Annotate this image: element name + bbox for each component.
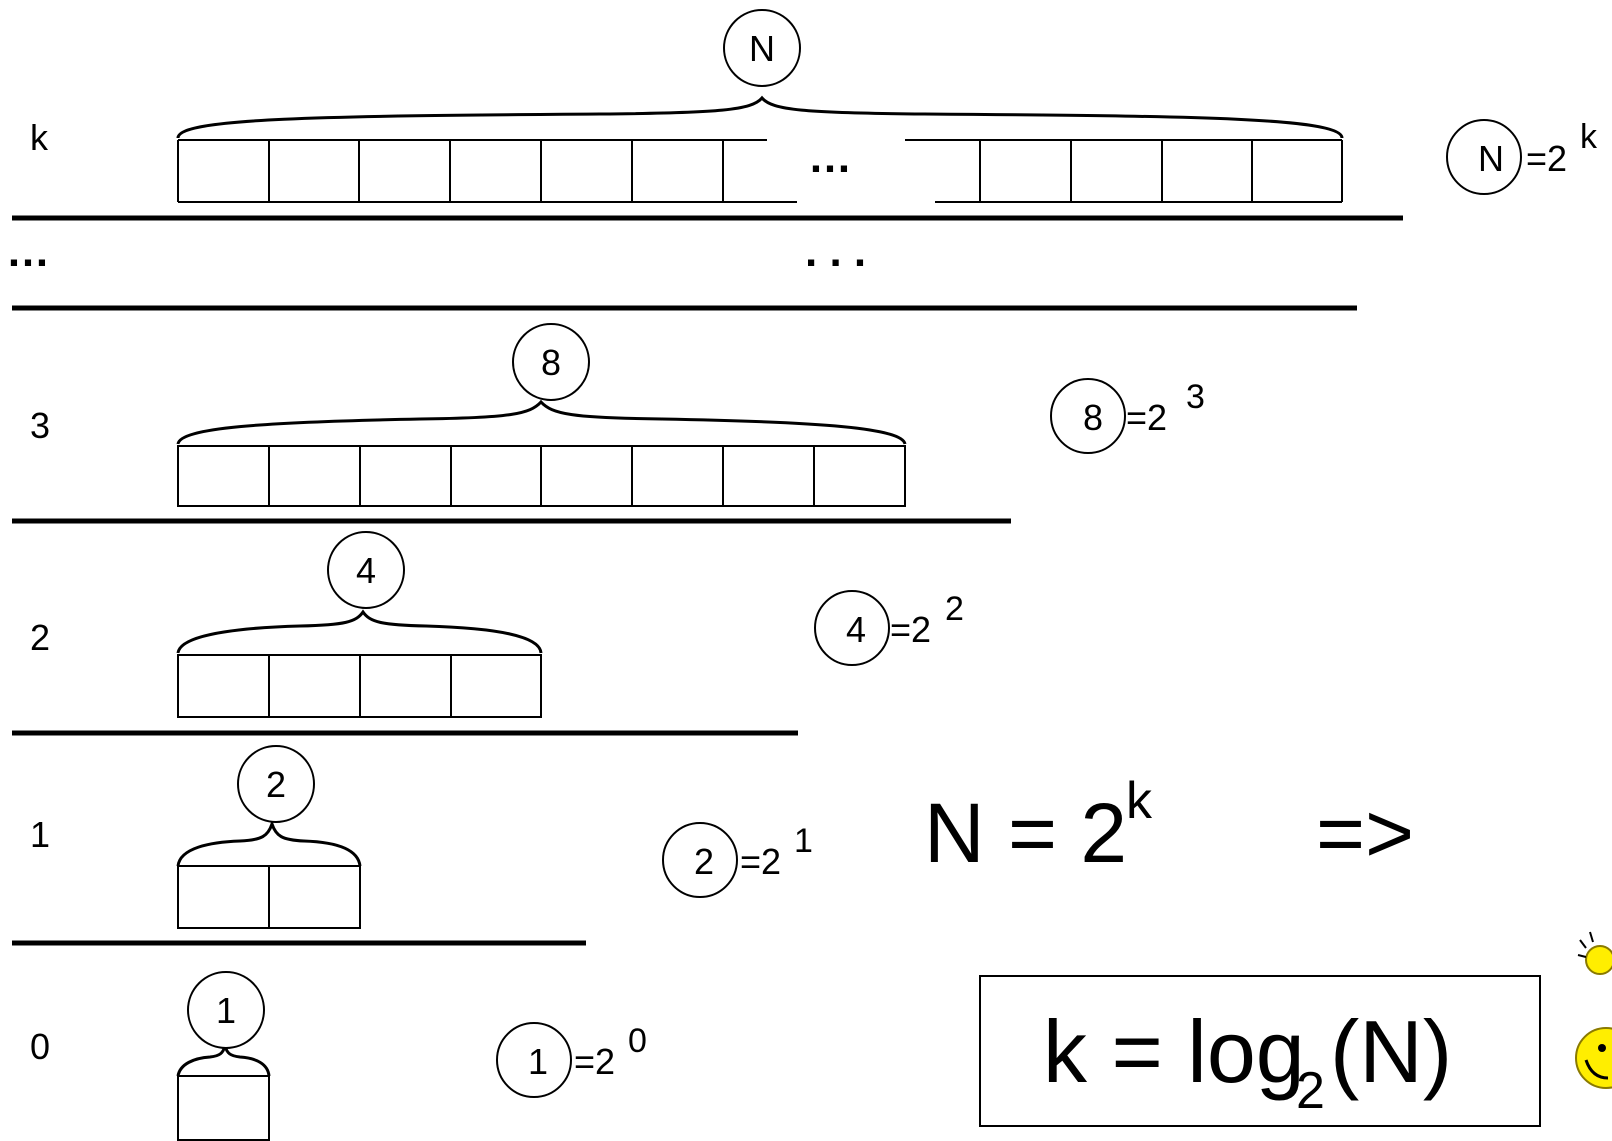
svg-text:2: 2 (266, 764, 286, 805)
row-3-formula: 8 =2 3 (1050, 378, 1205, 454)
equation: N = 2 k => (924, 772, 1414, 880)
row-2-count-circle: 4 (327, 531, 405, 609)
level-label-2: 2 (30, 617, 50, 658)
row-2-formula: 4 =2 2 (814, 590, 964, 666)
row-2: 2 4 4 =2 2 (30, 531, 964, 718)
row-1: 1 2 2 =2 1 (30, 745, 813, 929)
smiley-face-icon (1575, 931, 1612, 1089)
svg-text:4: 4 (846, 609, 866, 650)
svg-text:k: k (1580, 118, 1598, 156)
svg-text:=2: =2 (890, 609, 931, 650)
svg-text:8: 8 (541, 342, 561, 383)
result-suffix: (N) (1330, 1002, 1452, 1101)
svg-text:2: 2 (694, 841, 714, 882)
row-k-ellipsis: … (808, 133, 852, 182)
row-1-brace (176, 819, 362, 867)
level-label-1: 1 (30, 814, 50, 855)
row-k-brace (176, 95, 1344, 139)
row-k-formula: N =2 k (1446, 118, 1598, 195)
row-k-count-circle: N (723, 9, 801, 87)
equation-lhs: N = 2 (924, 786, 1127, 880)
level-label-k: k (30, 117, 49, 158)
row-k-cells (177, 139, 1343, 203)
svg-text:0: 0 (628, 1022, 647, 1060)
implies-arrow: => (1316, 786, 1414, 880)
svg-text:1: 1 (528, 1041, 548, 1082)
ellipsis-row: … . . . (6, 227, 866, 276)
equation-exponent: k (1126, 772, 1153, 830)
row-1-formula: 2 =2 1 (662, 822, 813, 898)
row-3-cells (177, 445, 906, 507)
svg-text:N: N (1478, 138, 1504, 179)
svg-text:=2: =2 (574, 1041, 615, 1082)
row-1-cells (177, 865, 361, 929)
row-k: k … N N =2 k (30, 9, 1598, 203)
row-3-brace (176, 399, 907, 445)
row-0-cells (177, 1075, 270, 1141)
middle-ellipsis: . . . (805, 227, 866, 276)
svg-text:1: 1 (794, 822, 813, 860)
svg-text:=2: =2 (1526, 138, 1567, 179)
svg-text:2: 2 (945, 590, 964, 628)
result-subscript: 2 (1296, 1062, 1325, 1120)
row-3: 3 8 8 =2 3 (30, 323, 1205, 507)
svg-text:N: N (749, 28, 775, 69)
svg-text:1: 1 (216, 990, 236, 1031)
svg-text:=2: =2 (1126, 397, 1167, 438)
row-0-count-circle: 1 (187, 971, 265, 1049)
row-3-count-circle: 8 (512, 323, 590, 401)
result-box: k = log 2 (N) (979, 975, 1541, 1127)
svg-text:4: 4 (356, 550, 376, 591)
row-0-brace (176, 1040, 271, 1077)
row-2-brace (176, 609, 543, 654)
row-1-count-circle: 2 (237, 745, 315, 823)
level-label-0: 0 (30, 1026, 50, 1067)
result-prefix: k = log (1043, 1002, 1305, 1101)
row-2-cells (177, 654, 542, 718)
level-label-3: 3 (30, 405, 50, 446)
row-0-formula: 1 =2 0 (496, 1022, 647, 1098)
level-ellipsis: … (6, 227, 50, 276)
svg-text:=2: =2 (740, 841, 781, 882)
svg-text:3: 3 (1186, 378, 1205, 416)
row-0: 0 1 1 =2 0 (30, 971, 647, 1141)
svg-text:8: 8 (1083, 397, 1103, 438)
